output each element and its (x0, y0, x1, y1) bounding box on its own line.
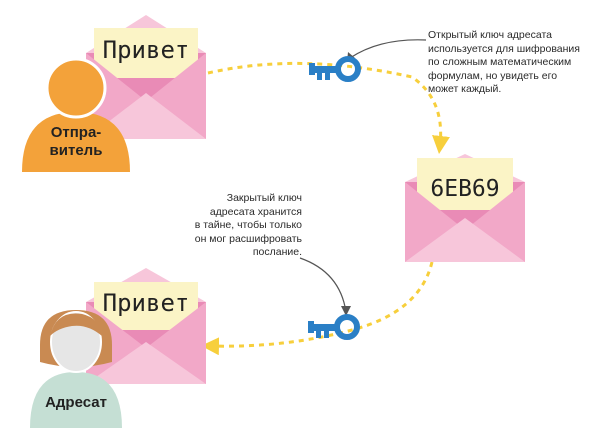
recipient-label: Адресат (45, 394, 107, 411)
recipient-avatar (30, 310, 122, 428)
flow-arrow-bottom (201, 261, 434, 356)
letter-middle (417, 158, 513, 210)
letter-text-top: Привет (103, 36, 190, 64)
sender-label-line1: Отпра- (51, 124, 102, 141)
private-note-pointer (299, 257, 347, 313)
letter-top (94, 28, 198, 78)
public-key-note: Открытый ключ адресата используется для … (428, 29, 580, 95)
public-note-pointer (349, 39, 427, 59)
private-key-note: Закрытый ключ адресата хранится в тайне,… (194, 192, 302, 258)
sender-avatar (22, 57, 130, 172)
key-icon-public (309, 56, 361, 82)
envelope-middle (405, 154, 525, 262)
key-icon-private (308, 314, 360, 340)
letter-text-bottom: Привет (103, 289, 190, 317)
flow-arrow-top (207, 61, 450, 154)
private-note-pointer-head (341, 306, 351, 316)
letter-text-middle: 6EB69 (430, 176, 499, 202)
envelope-bottom (86, 268, 206, 384)
sender-label-line2: витель (50, 142, 103, 159)
